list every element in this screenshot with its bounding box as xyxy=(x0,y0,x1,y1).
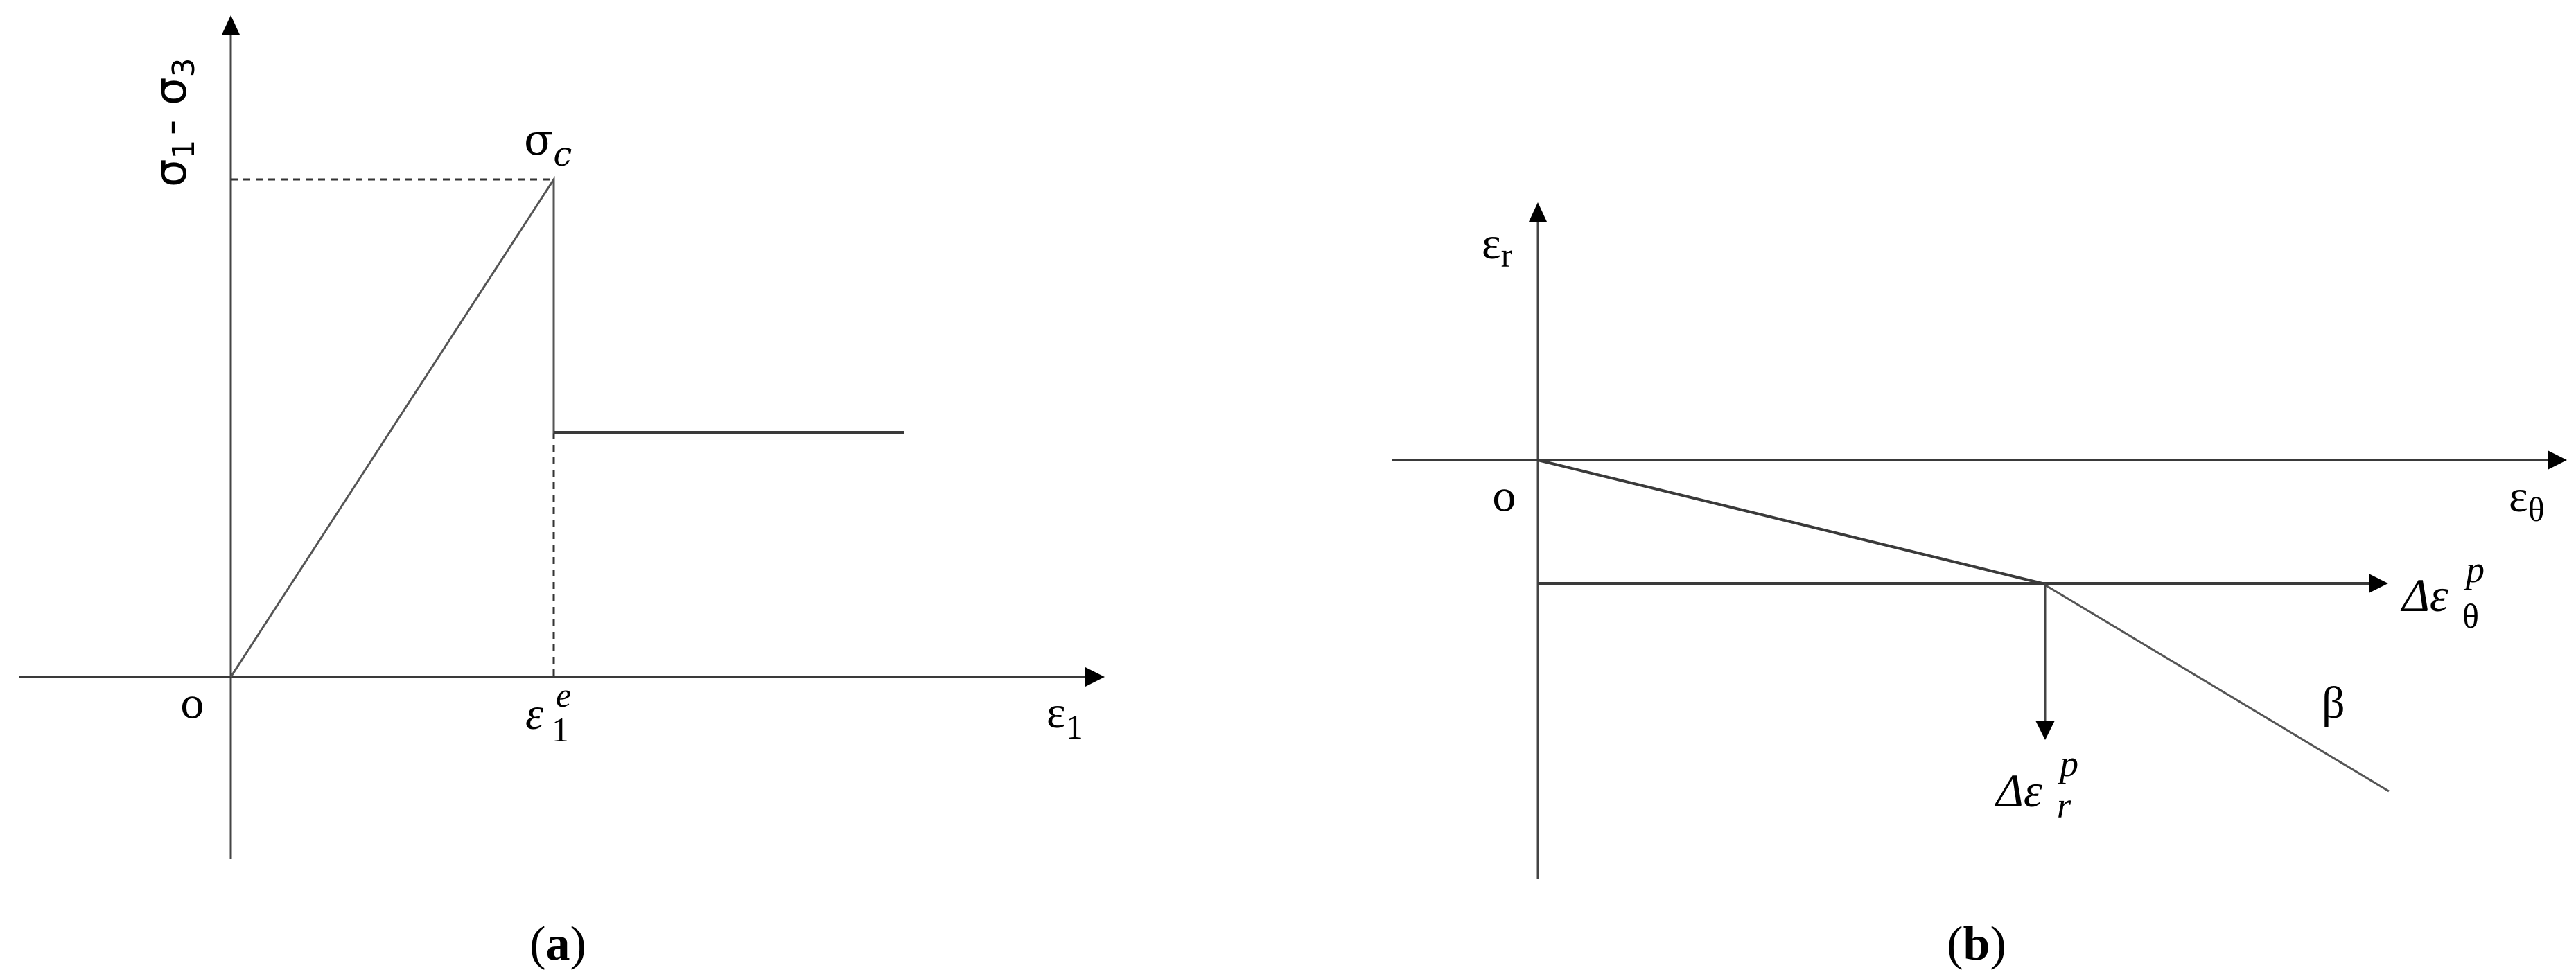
peak-strength-label: σc xyxy=(524,114,572,174)
plastic-radial-increment-sub: r xyxy=(2057,786,2071,826)
panel-b-y-axis-arrowhead-icon xyxy=(1529,202,1547,222)
panel-b-y-axis-label: εr xyxy=(1482,218,1513,274)
panel-a-y-axis-label: σ1- σ3 xyxy=(146,58,202,187)
plastic-radial-increment-sup: p xyxy=(2057,743,2078,784)
panel-b-x-axis-label: εθ xyxy=(2509,471,2545,529)
panel-a-y-axis-arrowhead-icon xyxy=(222,15,240,35)
panel-b-caption: (b) xyxy=(1947,917,2006,971)
plastic-hoop-increment-sub: θ xyxy=(2462,597,2479,635)
panel-b: εr o εθ Δε θ p Δε r p β (b) xyxy=(1392,202,2567,971)
stress-strain-curve xyxy=(229,175,904,678)
panel-b-origin-label: o xyxy=(1492,473,1516,520)
plastic-radial-increment-arrowhead-icon xyxy=(2035,721,2055,740)
plastic-hoop-increment-sup: p xyxy=(2463,549,2485,590)
panel-b-x-axis-arrowhead-icon xyxy=(2548,450,2567,470)
elastic-strain-label-sup: e xyxy=(556,676,571,714)
plastic-hoop-increment-arrowhead-icon xyxy=(2369,574,2388,593)
elastic-strain-label-sub: 1 xyxy=(552,710,569,749)
dilation-slope-label: β xyxy=(2322,678,2345,728)
plastic-hoop-increment-label: Δε xyxy=(2400,569,2448,621)
plastic-radial-increment-label: Δε xyxy=(1994,764,2042,817)
elastic-strain-label: ε xyxy=(525,689,543,739)
panel-a-x-axis-label: ε1 xyxy=(1046,687,1083,746)
elastic-strain-segment xyxy=(1537,459,2043,585)
plastic-dilation-segment xyxy=(2042,582,2390,793)
panel-a-origin-label: o xyxy=(180,680,204,727)
panel-a-caption: (a) xyxy=(529,917,586,971)
panel-a: σ1- σ3 σc o ε 1 e ε1 (a) xyxy=(19,15,1105,971)
panel-a-x-axis-arrowhead-icon xyxy=(1085,667,1105,687)
